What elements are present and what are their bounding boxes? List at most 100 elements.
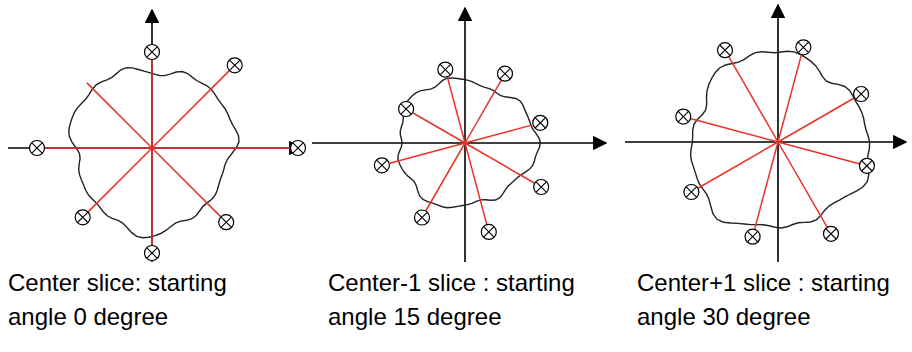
marker-cross [221,217,231,227]
marker-circle [227,58,242,73]
electrode-marker [676,109,691,124]
marker-cross [293,143,303,153]
marker-cross [535,118,545,128]
marker-cross [484,227,494,237]
marker-cross [536,182,546,192]
marker-cross [747,231,757,241]
electrode-marker [399,102,414,117]
marker-circle [30,141,45,156]
marker-circle [291,141,306,156]
electrode-marker [227,58,242,73]
electrode-marker [30,141,45,156]
marker-circle [534,180,549,195]
marker-cross [221,217,231,227]
electrode-marker [533,115,548,130]
marker-cross [293,143,303,153]
marker-circle [374,158,389,173]
red-ray [152,71,229,148]
red-ray [151,60,153,148]
marker-cross [536,182,546,192]
marker-circle [415,210,430,225]
marker-cross [417,212,427,222]
marker-cross [147,47,157,57]
marker-cross [32,143,42,153]
marker-cross [147,47,157,57]
red-ray [778,142,859,164]
marker-cross [440,64,450,74]
electrode-marker [219,215,234,230]
marker-circle [684,185,699,200]
marker-circle [854,87,869,102]
marker-cross [686,187,696,197]
marker-cross [798,42,808,52]
electrode-marker [291,141,306,156]
marker-circle [75,210,90,225]
marker-cross [826,229,836,239]
red-ray [755,142,778,229]
electrode-marker [75,210,90,225]
red-ray [152,148,221,217]
electrode-marker [684,185,699,200]
marker-cross [417,212,427,222]
marker-cross [500,69,510,79]
marker-cross [230,60,240,70]
marker-cross [798,42,808,52]
red-ray [87,83,152,148]
electrode-marker [438,62,453,77]
red-ray [729,57,778,142]
marker-circle [718,43,733,58]
marker-cross [747,231,757,241]
marker-cross [78,212,88,222]
marker-cross [230,60,240,70]
red-ray [465,143,487,224]
red-ray [691,119,778,142]
red-ray [465,143,534,183]
electrode-marker [859,158,874,173]
marker-cross [78,212,88,222]
electrode-marker [145,246,160,261]
red-ray [151,148,153,245]
marker-cross [686,187,696,197]
red-ray [426,143,465,211]
marker-cross [862,161,872,171]
marker-cross [440,64,450,74]
markers [30,40,875,261]
red-ray [778,98,854,142]
red-ray [45,147,152,149]
marker-cross [720,45,730,55]
slice-caption: Center-1 slice : starting angle 15 degre… [328,266,598,334]
red-ray [88,148,152,212]
slice-caption: Center slice: starting angle 0 degree [8,266,258,334]
slice-caption: Center+1 slice : starting angle 30 degre… [637,266,903,334]
marker-cross [678,111,688,121]
slice-contour [69,68,239,238]
electrode-marker [145,45,160,60]
red-ray [152,147,290,149]
marker-cross [32,143,42,153]
electrode-marker [498,66,513,81]
marker-circle [745,229,760,244]
electrode-marker [718,43,733,58]
red-rays [45,55,859,245]
electrode-marker [796,40,811,55]
red-ray [778,142,827,227]
electrode-marker [824,226,839,241]
marker-cross [826,229,836,239]
axes [8,5,906,262]
red-ray [413,113,465,143]
marker-cross [377,160,387,170]
marker-circle [145,246,160,261]
marker-circle [481,224,496,239]
electrode-marker [534,180,549,195]
marker-circle [145,45,160,60]
marker-cross [856,89,866,99]
marker-circle [676,109,691,124]
electrode-marker [415,210,430,225]
red-ray [390,143,465,163]
marker-cross [377,160,387,170]
marker-cross [856,89,866,99]
marker-circle [219,215,234,230]
marker-cross [535,118,545,128]
electrode-marker [854,87,869,102]
